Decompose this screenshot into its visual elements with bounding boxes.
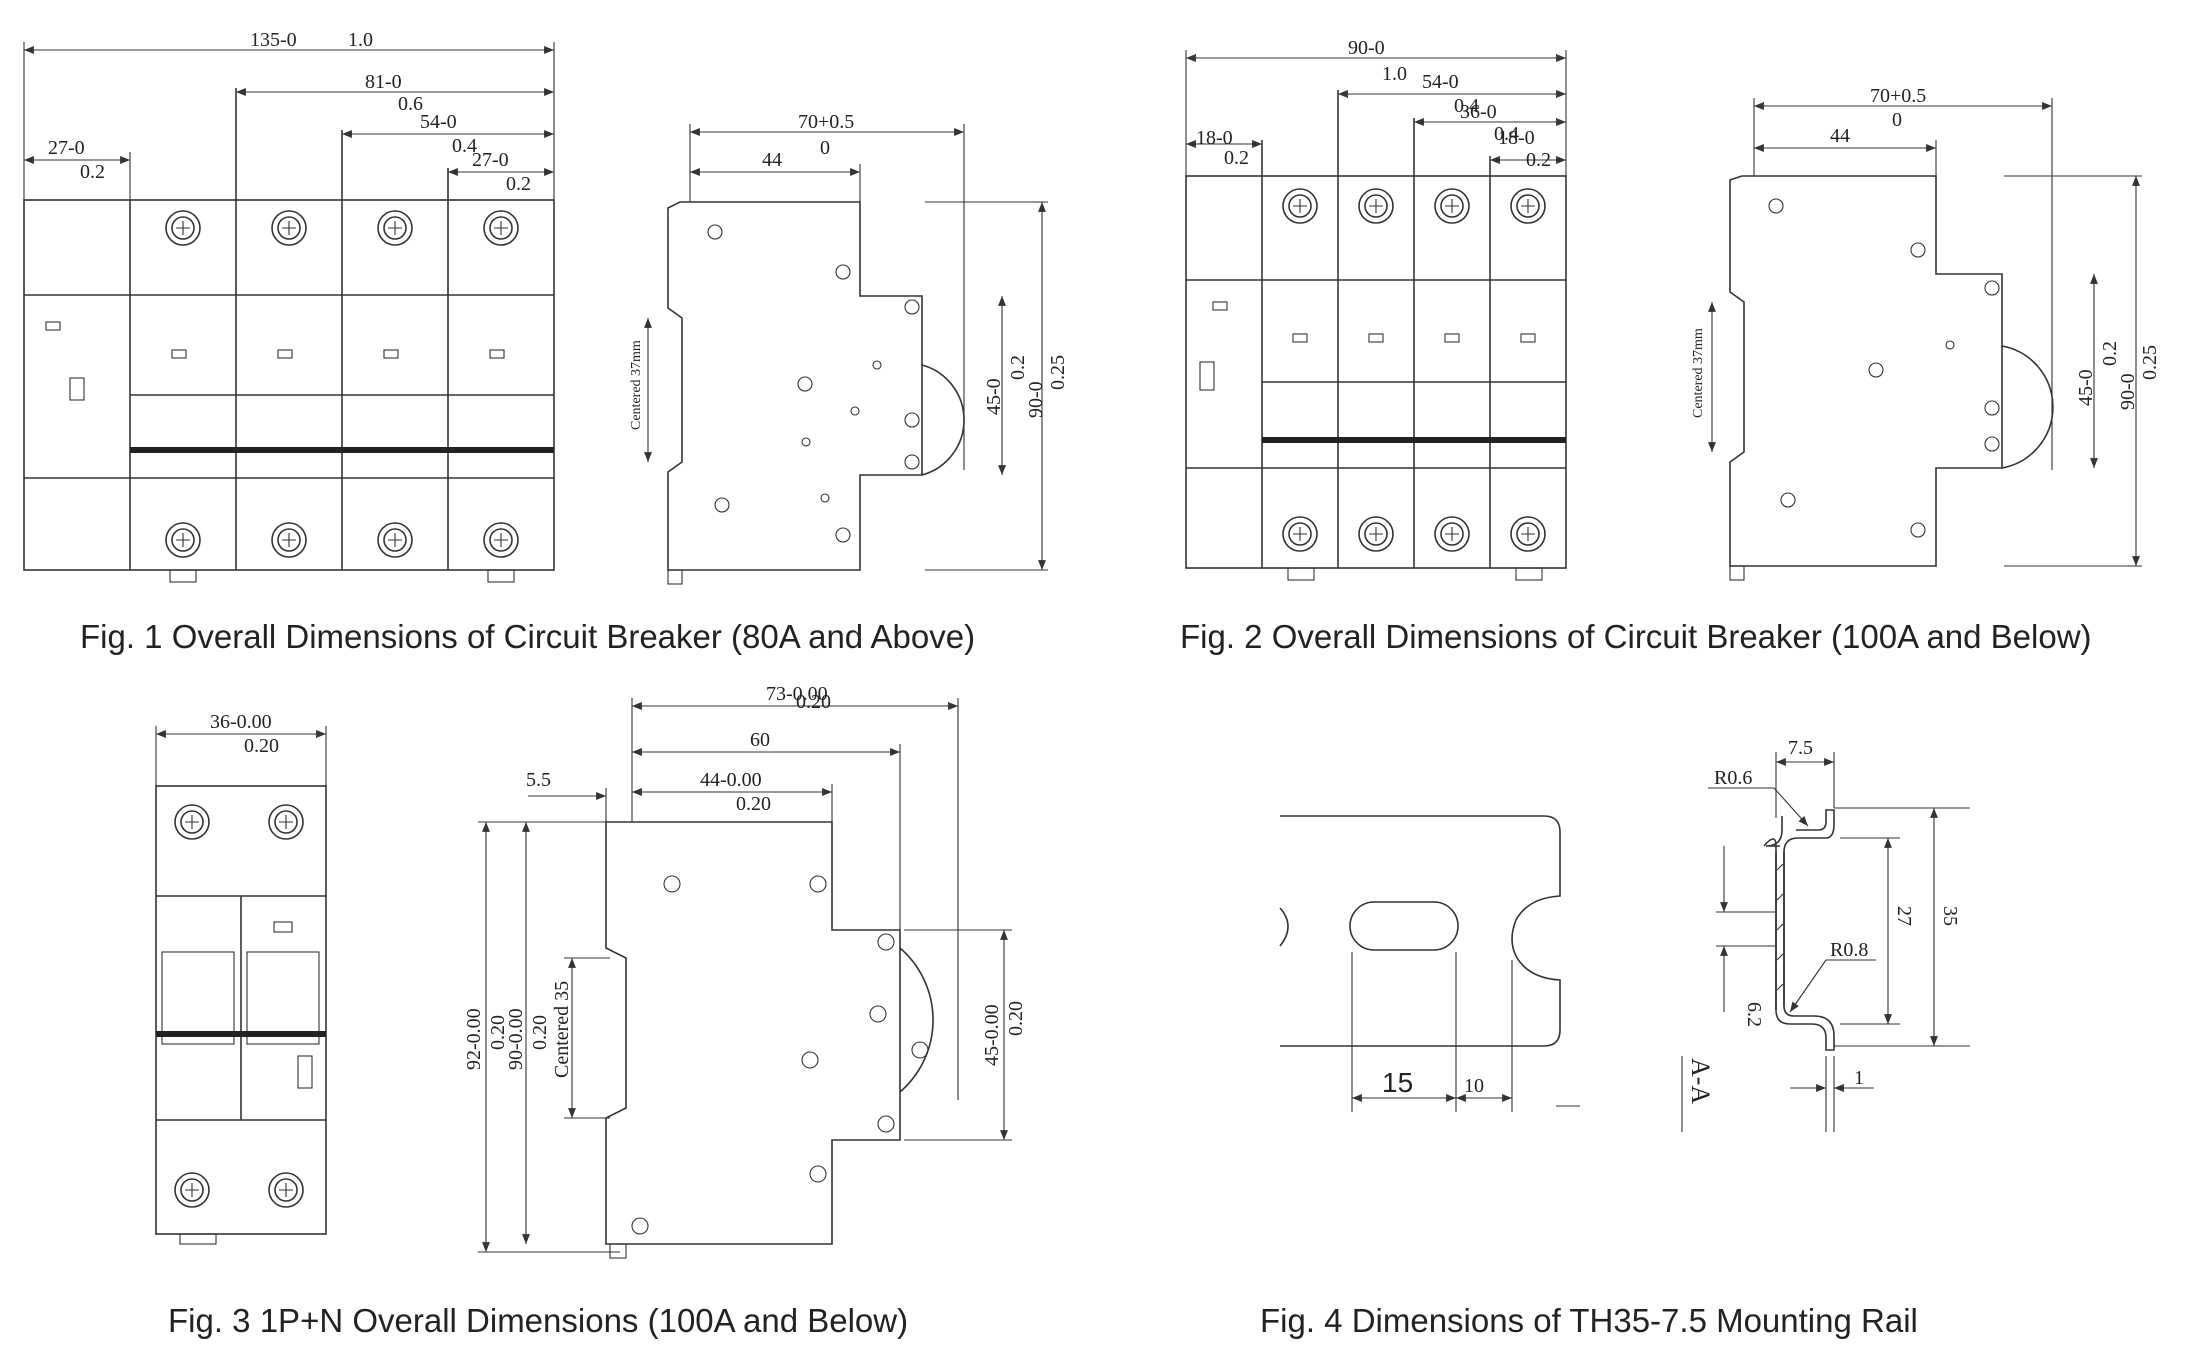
fig2-side-dim-45: 45-0 <box>2075 369 2097 406</box>
fig1-dim-27-right-tol: 0.2 <box>506 173 531 195</box>
fig1-side-view <box>667 201 965 585</box>
fig1-dim-54: 54-0 <box>420 111 457 133</box>
fig1-side-dim-70: 70+0.5 <box>798 111 854 133</box>
fig1-side-dim-90: 90-0 <box>1025 381 1047 418</box>
fig2-side-dim-70-tol: 0 <box>1892 109 1902 131</box>
fig2-dim-90-tol: 1.0 <box>1382 63 1407 85</box>
fig4-dim-1: 1 <box>1854 1067 1864 1089</box>
fig4-rail-profile: 27 35 7.5 R0.6 R0.8 6.2 1 A-A <box>1681 737 1970 1132</box>
fig2-dim-18-right-tol: 0.2 <box>1526 149 1551 171</box>
fig4-radius-r0-6: R0.6 <box>1714 767 1752 789</box>
fig1-front-view <box>23 88 555 583</box>
fig1-side-dim-44: 44 <box>762 149 782 171</box>
fig3-dim-36: 36-0.00 <box>210 711 272 733</box>
fig2-side-dim-90: 90-0 <box>2117 373 2139 410</box>
fig4-radius-r0-8: R0.8 <box>1830 939 1868 961</box>
fig4-dim-6-2: 6.2 <box>1743 1002 1765 1027</box>
fig3-side-dim-45-tol: 0.20 <box>1005 1001 1027 1036</box>
fig3-side-dim-44: 44-0.00 <box>700 769 762 791</box>
fig4-dim-27: 27 <box>1893 906 1915 926</box>
fig3-front-dimensions: 36-0.00 0.20 <box>155 711 327 786</box>
fig2-side-view <box>1729 175 2054 581</box>
fig3-side-dim-73: 73-0.00 <box>766 683 828 705</box>
fig1-dim-135: 135-0 <box>250 29 297 51</box>
fig3-side-dim-73-tol: 0.20 <box>796 691 831 713</box>
fig2-side-dim-45-tol: 0.2 <box>2099 341 2121 366</box>
fig1-side-dim-45: 45-0 <box>983 378 1005 415</box>
fig1-dim-27-left: 27-0 <box>48 137 85 159</box>
fig1-side-dim-70-tol: 0 <box>820 137 830 159</box>
fig4-dim-15: 15 <box>1382 1067 1413 1098</box>
fig2-dim-54-tol: 0.4 <box>1454 95 1479 117</box>
fig1-side-dim-90-tol: 0.25 <box>1047 355 1069 390</box>
fig3-side-dim-90-tol: 0.20 <box>529 1015 551 1050</box>
fig3-side-dim-60: 60 <box>750 729 770 751</box>
fig3-side-dim-92-tol: 0.20 <box>487 1015 509 1050</box>
fig1-dim-54-tol: 0.4 <box>452 135 477 157</box>
fig3-side-dim-45: 45-0.00 <box>981 1004 1003 1066</box>
fig4-dim-35: 35 <box>1939 906 1961 926</box>
fig4-dim-10: 10 <box>1464 1075 1484 1097</box>
fig1-dim-27-right: 27-0 <box>472 149 509 171</box>
fig2-dim-90: 90-0 <box>1348 37 1385 59</box>
fig3-side-view <box>605 821 934 1259</box>
fig3-front-view <box>155 785 327 1245</box>
fig2-side-dim-90-tol: 0.25 <box>2139 345 2161 380</box>
fig2-side-dim-44: 44 <box>1830 125 1850 147</box>
fig2-side-dim-70: 70+0.5 <box>1870 85 1926 107</box>
fig3-dim-36-tol: 0.20 <box>244 735 279 757</box>
fig3-centered-label: Centered 35 <box>551 981 573 1078</box>
fig4-caption: Fig. 4 Dimensions of TH35-7.5 Mounting R… <box>1260 1302 1918 1339</box>
fig2-dim-18-left: 18-0 <box>1196 127 1233 149</box>
fig2-caption: Fig. 2 Overall Dimensions of Circuit Bre… <box>1180 618 2092 655</box>
fig1-centered-label: Centered 37mm <box>629 340 644 430</box>
fig3-side-dim-90: 90-0.00 <box>505 1008 527 1070</box>
fig3-side-dimensions: 73-0.00 0.20 60 5.5 44-0.00 0.20 92-0.00… <box>463 683 1027 1253</box>
fig2-dim-18-left-tol: 0.2 <box>1224 147 1249 169</box>
fig2-front-view <box>1185 90 1567 581</box>
fig3-side-dim-92: 92-0.00 <box>463 1008 485 1070</box>
fig2-front-dimensions: 90-0 1.0 54-0 0.4 36-0 0.4 18-0 0.2 18-0… <box>1185 37 1567 176</box>
fig2-dim-54: 54-0 <box>1422 71 1459 93</box>
fig2-centered-label: Centered 37mm <box>1691 328 1706 418</box>
fig1-dim-81-tol: 0.6 <box>398 93 423 115</box>
fig2-dim-36-tol: 0.4 <box>1494 123 1519 145</box>
fig4-rail-top-view: 15 10 <box>1279 815 1580 1112</box>
fig4-section-label: A-A <box>1686 1058 1715 1104</box>
fig1-caption: Fig. 1 Overall Dimensions of Circuit Bre… <box>80 618 975 655</box>
fig3-side-dim-5-5: 5.5 <box>526 769 551 791</box>
fig3-caption: Fig. 3 1P+N Overall Dimensions (100A and… <box>168 1302 908 1339</box>
fig1-side-dimensions: 70+0.5 0 44 45-0 0.2 90-0 0.25 Centered … <box>629 111 1069 571</box>
fig1-side-dim-45-tol: 0.2 <box>1007 355 1029 380</box>
fig1-dim-27-left-tol: 0.2 <box>80 161 105 183</box>
fig1-dim-81: 81-0 <box>365 71 402 93</box>
fig2-dim-36: 36-0 <box>1460 101 1497 123</box>
fig2-dim-18-right: 18-0 <box>1498 127 1535 149</box>
fig1-dim-135-tol: 1.0 <box>348 29 373 51</box>
fig4-dim-7-5: 7.5 <box>1788 737 1813 759</box>
fig3-side-dim-44-tol: 0.20 <box>736 793 771 815</box>
fig1-front-dimensions: 135-0 1.0 81-0 0.6 54-0 0.4 27-0 0.2 27-… <box>23 29 555 200</box>
fig2-side-dimensions: 70+0.5 0 44 45-0 0.2 90-0 0.25 Centered … <box>1691 85 2161 567</box>
